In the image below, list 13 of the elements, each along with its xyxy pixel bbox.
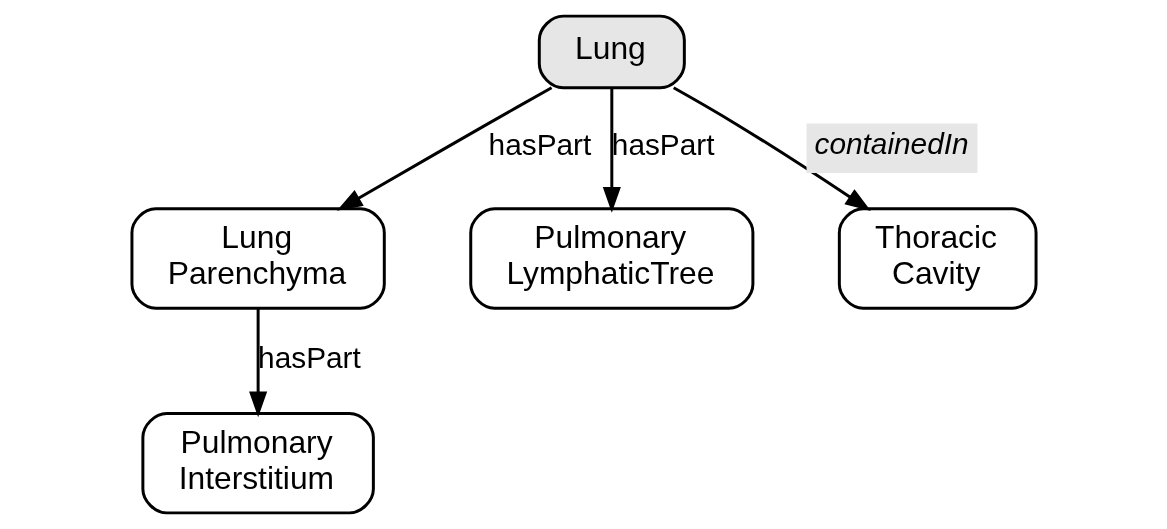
- node-box: Thoracic Cavity: [837, 207, 1038, 310]
- node-box: Pulmonary Interstitium: [140, 412, 375, 515]
- arrow: [336, 86, 552, 211]
- edge-label: hasPart: [257, 340, 361, 374]
- node-box: Lung: [537, 14, 686, 90]
- edge-label: hasPart: [488, 128, 591, 162]
- edge-label: hasPart: [611, 128, 715, 162]
- node-box: Lung Parenchyma: [129, 207, 386, 310]
- arrow: [602, 88, 621, 213]
- node-box: Pulmonary LymphaticTree: [468, 207, 754, 310]
- arrow: [248, 308, 267, 418]
- edge-label: containedIn: [814, 127, 969, 161]
- arrow: [672, 86, 871, 212]
